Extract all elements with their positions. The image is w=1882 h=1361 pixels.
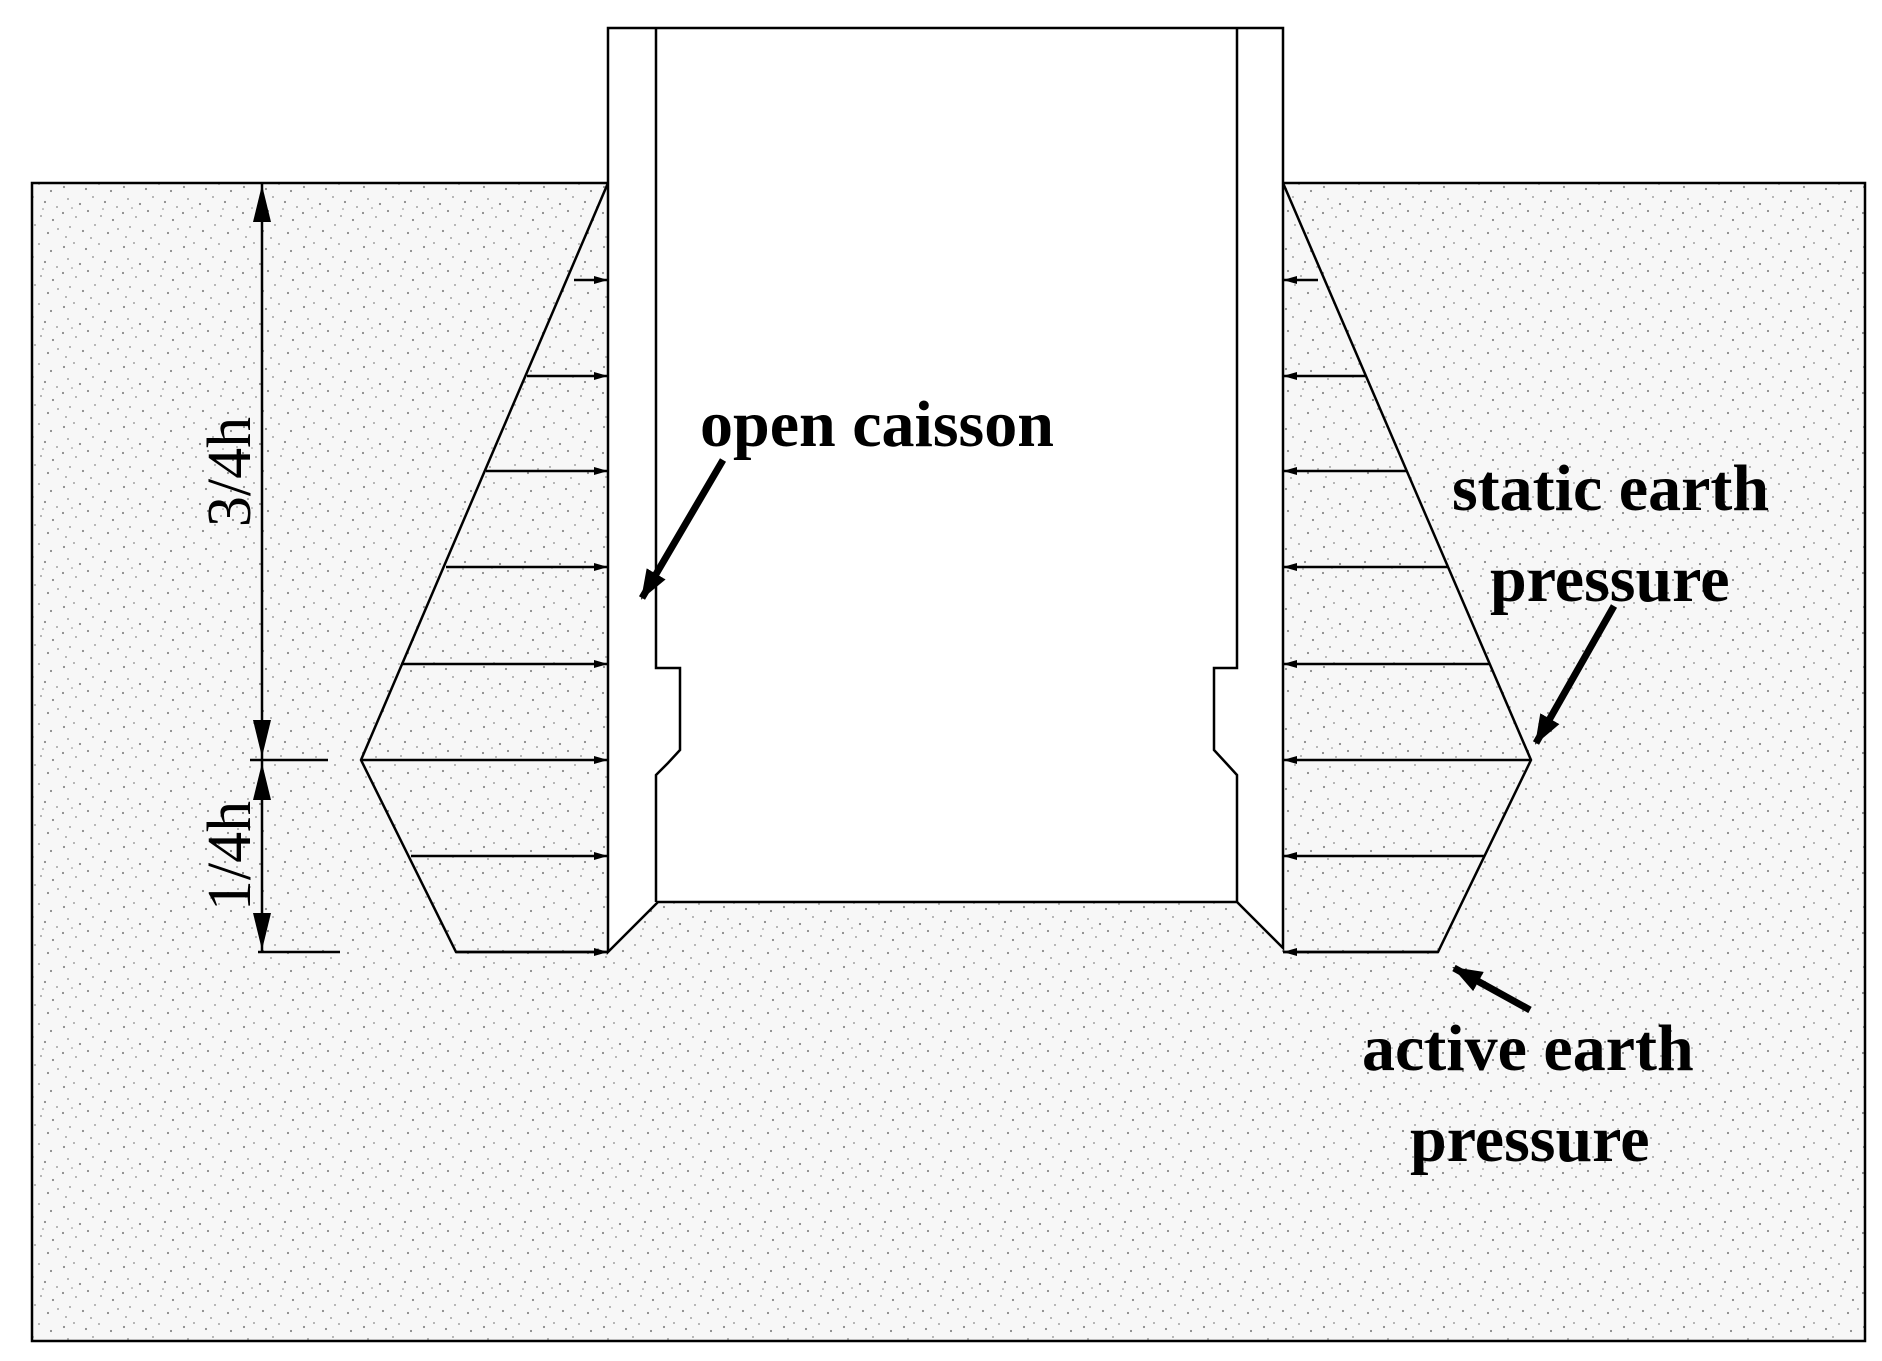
dimension-arrowheads: [253, 185, 271, 950]
caisson-right-wall-inner: [1212, 28, 1239, 902]
static-pressure-callout-arrow: [1532, 604, 1618, 745]
static-earth-pressure-label-line2: pressure: [1490, 543, 1730, 616]
active-earth-pressure-label-line2: pressure: [1410, 1103, 1650, 1176]
dim-arrowhead-top-up: [253, 185, 271, 222]
dim-arrowhead-mid-down: [253, 720, 271, 757]
dimension-lines: [250, 183, 340, 954]
left-pressure-arrows: [361, 276, 608, 956]
active-earth-pressure-label-line1: active earth: [1362, 1012, 1694, 1085]
static-earth-pressure-label-line1: static earth: [1452, 452, 1769, 525]
caisson-left-wall-inner: [654, 28, 682, 902]
dim-arrowhead-bottom-down: [253, 913, 271, 950]
right-pressure-arrows: [1283, 276, 1531, 956]
open-caisson-callout-arrow: [638, 458, 727, 600]
dimension-label-upper: 3/4h: [196, 417, 264, 527]
active-pressure-callout-arrow: [1452, 964, 1532, 1014]
dimension-label-lower: 1/4h: [196, 801, 264, 911]
open-caisson-label: open caisson: [700, 388, 1054, 461]
dim-arrowhead-mid-up: [253, 763, 271, 800]
